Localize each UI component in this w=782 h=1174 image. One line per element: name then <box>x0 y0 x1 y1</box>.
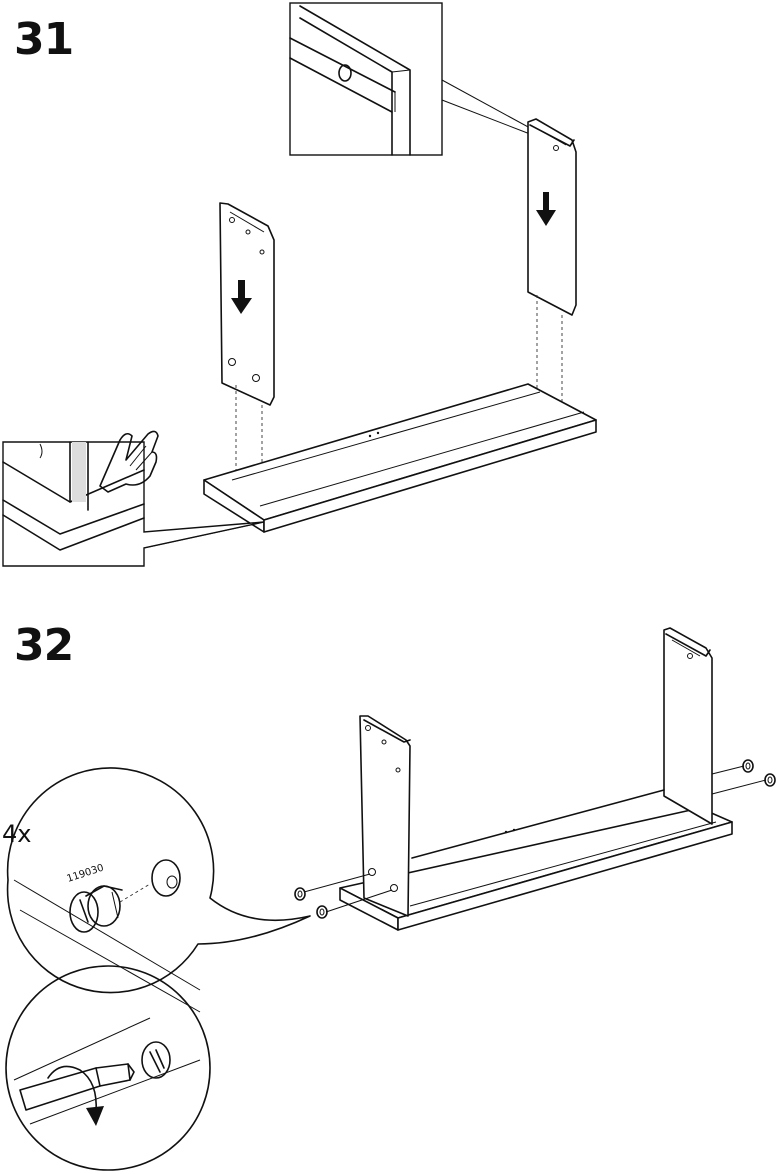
step-31-illustration <box>3 3 596 566</box>
part-number-label: 119030 <box>66 863 106 885</box>
cam-lock-fitting-icon <box>317 906 327 918</box>
left-side-panel <box>220 203 274 405</box>
cam-lock-fitting-icon <box>743 760 753 772</box>
left-side-panel <box>360 716 410 916</box>
cam-lock-callout: 119030 <box>8 768 310 1012</box>
right-side-panel <box>664 628 712 824</box>
cam-lock-fitting-icon <box>70 886 122 932</box>
right-side-panel <box>528 119 576 315</box>
cam-lock-fitting-icon <box>765 774 775 786</box>
screwdriver-icon <box>20 1064 134 1110</box>
cam-hole-icon <box>142 1042 170 1078</box>
panel-top-detail-inset <box>290 3 442 155</box>
step-32-illustration: 119030 <box>6 628 775 1170</box>
cam-hole-icon <box>152 860 180 896</box>
cam-lock-fitting-icon <box>295 888 305 900</box>
rotation-arrow-icon <box>48 1066 104 1126</box>
base-board <box>204 384 596 532</box>
screwdriver-callout <box>6 966 210 1170</box>
